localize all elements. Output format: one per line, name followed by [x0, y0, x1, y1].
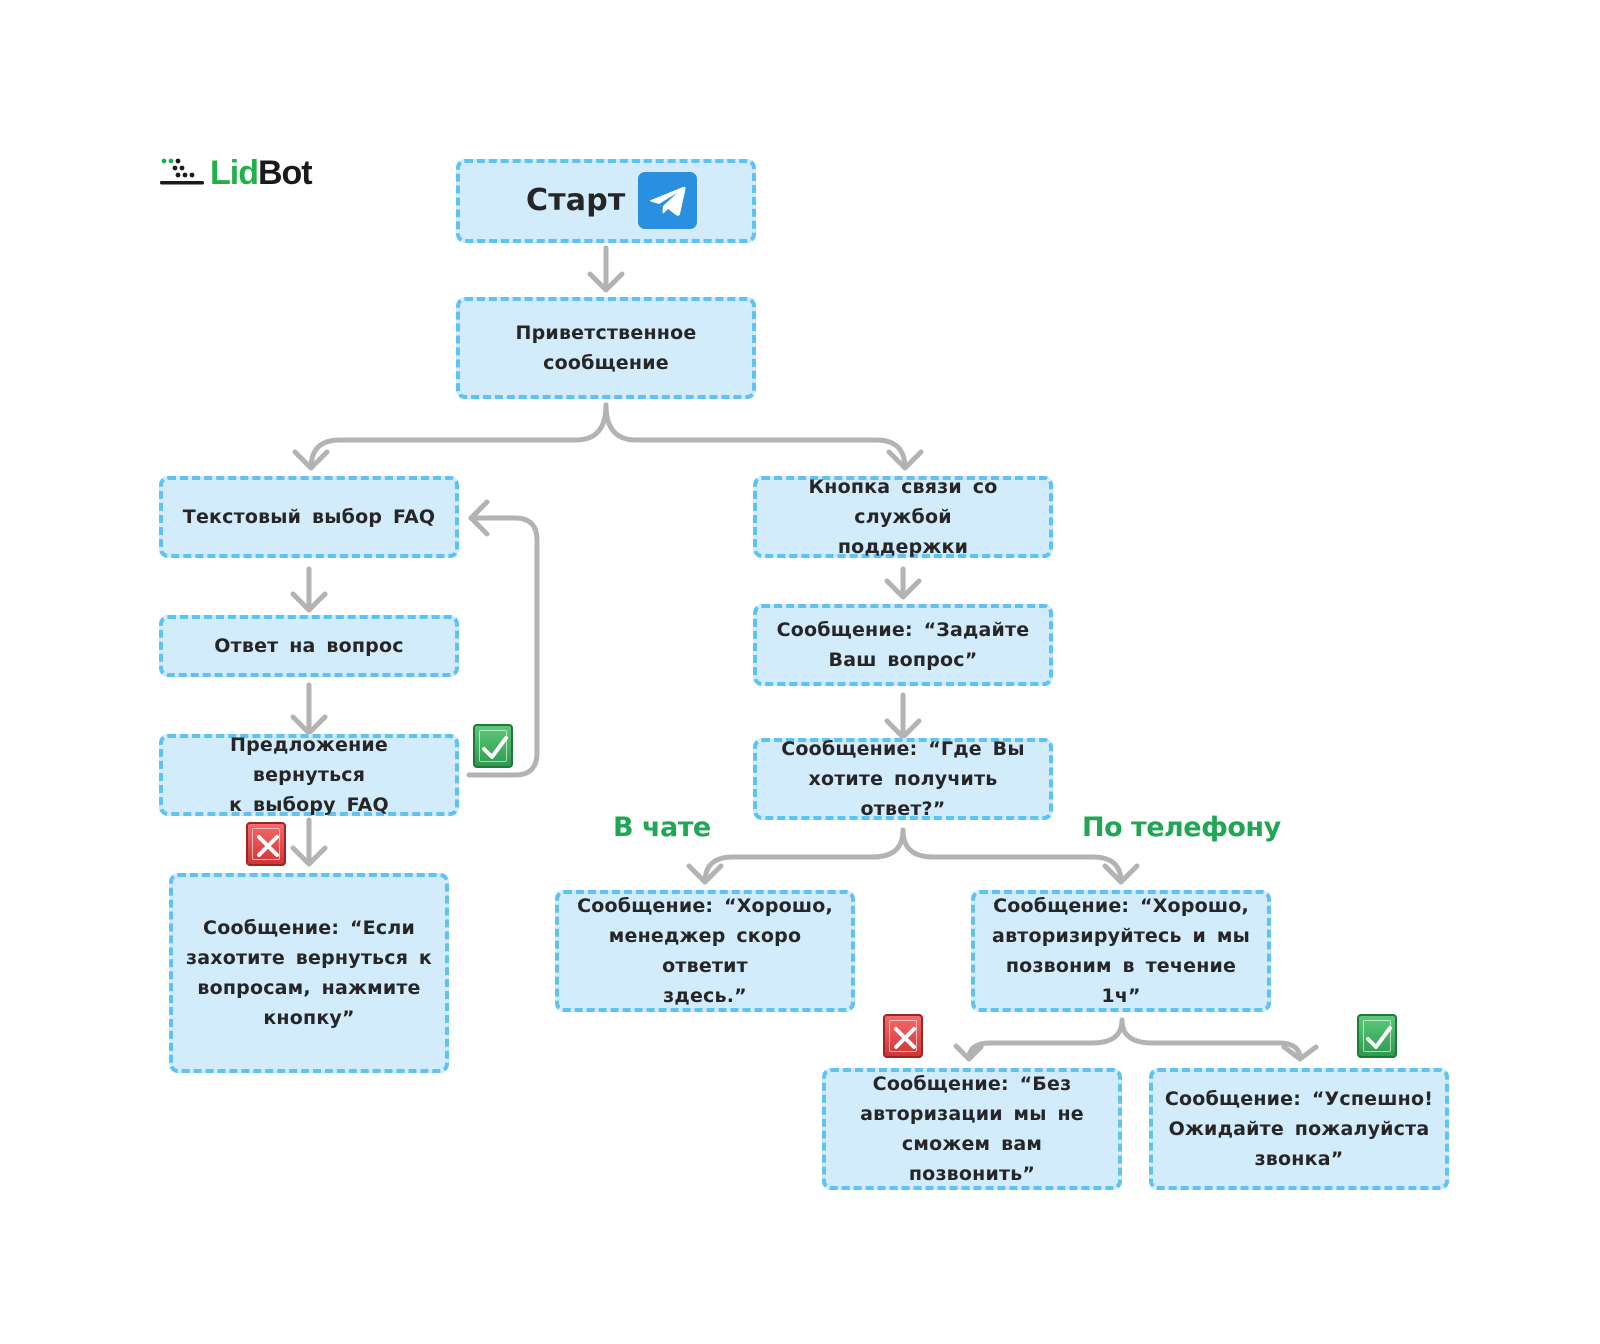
- node-where-answer: Сообщение: “Где Вы хотите получить ответ…: [753, 738, 1053, 820]
- node-start-label: Старт: [526, 183, 626, 218]
- node-return-message: Сообщение: “Если захотите вернуться к во…: [169, 873, 449, 1073]
- node-chat-reply-line-2: менеджер скоро ответит: [608, 925, 802, 977]
- lidbot-logo: LidBot: [160, 153, 313, 193]
- node-start: Старт: [456, 159, 756, 243]
- telegram-icon: [638, 172, 697, 229]
- logo-text-lid: Lid: [210, 153, 259, 192]
- node-greeting-line-2: сообщение: [543, 352, 669, 374]
- split-greeting: [308, 402, 609, 471]
- branch-label-phone: По телефону: [1082, 812, 1281, 843]
- node-return-message-line-2: захотите вернуться к: [185, 947, 433, 969]
- cross-mark-icon: [246, 822, 286, 866]
- node-return-message-line-3: вопросам, нажмите: [197, 977, 421, 999]
- node-return-message-line-1: Сообщение: “Если: [203, 917, 415, 939]
- node-success-line-2: Ожидайте пожалуйста: [1168, 1118, 1430, 1140]
- node-greeting: Приветственное сообщение: [456, 297, 756, 399]
- logo-dots-icon: [160, 158, 204, 185]
- node-phone-reply-line-3: позвоним в течение 1ч”: [1005, 955, 1237, 1007]
- node-faq-choice-line-1: Текстовый выбор FAQ: [182, 506, 436, 528]
- node-no-auth-line-2: авторизации мы не: [860, 1103, 1084, 1125]
- node-ask-question-line-2: Ваш вопрос”: [828, 649, 978, 671]
- node-ask-question-line-1: Сообщение: “Задайте: [776, 619, 1030, 641]
- node-greeting-line-1: Приветственное: [515, 322, 697, 344]
- node-where-answer-line-2: хотите получить ответ?”: [808, 768, 998, 820]
- node-answer: Ответ на вопрос: [159, 615, 459, 677]
- node-no-auth-line-1: Сообщение: “Без: [872, 1073, 1072, 1095]
- split-where: [702, 827, 906, 885]
- node-answer-line-1: Ответ на вопрос: [214, 635, 404, 657]
- logo-text-bot: Bot: [257, 153, 313, 192]
- loop-back-to-faq: [466, 515, 540, 778]
- node-success: Сообщение: “Успешно! Ожидайте пожалуйста…: [1149, 1068, 1449, 1190]
- node-chat-reply-line-1: Сообщение: “Хорошо,: [577, 895, 833, 917]
- node-success-line-1: Сообщение: “Успешно!: [1164, 1088, 1434, 1110]
- cross-mark-icon: [883, 1014, 923, 1058]
- node-support-button-line-2: поддержки: [837, 536, 969, 558]
- node-support-button-line-1: Кнопка связи со службой: [808, 476, 998, 528]
- node-phone-reply-line-2: авторизируйтесь и мы: [992, 925, 1250, 947]
- node-success-line-3: звонка”: [1254, 1148, 1344, 1170]
- node-chat-reply: Сообщение: “Хорошо, менеджер скоро ответ…: [555, 890, 855, 1012]
- node-faq-choice: Текстовый выбор FAQ: [159, 476, 459, 558]
- node-return-offer: Предложение вернуться к выбору FAQ: [159, 734, 459, 816]
- node-return-offer-line-2: к выбору FAQ: [229, 794, 389, 816]
- node-phone-reply-line-1: Сообщение: “Хорошо,: [993, 895, 1249, 917]
- node-no-auth: Сообщение: “Без авторизации мы не сможем…: [822, 1068, 1122, 1190]
- check-mark-icon: [1357, 1014, 1397, 1058]
- node-where-answer-line-1: Сообщение: “Где Вы: [781, 738, 1025, 760]
- node-chat-reply-line-3: здесь.”: [663, 985, 747, 1007]
- node-phone-reply: Сообщение: “Хорошо, авторизируйтесь и мы…: [971, 890, 1271, 1012]
- node-support-button: Кнопка связи со службой поддержки: [753, 476, 1053, 558]
- split-phone: [966, 1017, 1125, 1062]
- node-return-message-line-4: кнопку”: [263, 1007, 355, 1029]
- node-ask-question: Сообщение: “Задайте Ваш вопрос”: [753, 604, 1053, 686]
- check-mark-icon: [473, 724, 513, 768]
- branch-label-chat: В чате: [613, 812, 711, 843]
- node-no-auth-line-3: сможем вам позвонить”: [901, 1133, 1043, 1185]
- node-return-offer-line-1: Предложение вернуться: [229, 734, 389, 786]
